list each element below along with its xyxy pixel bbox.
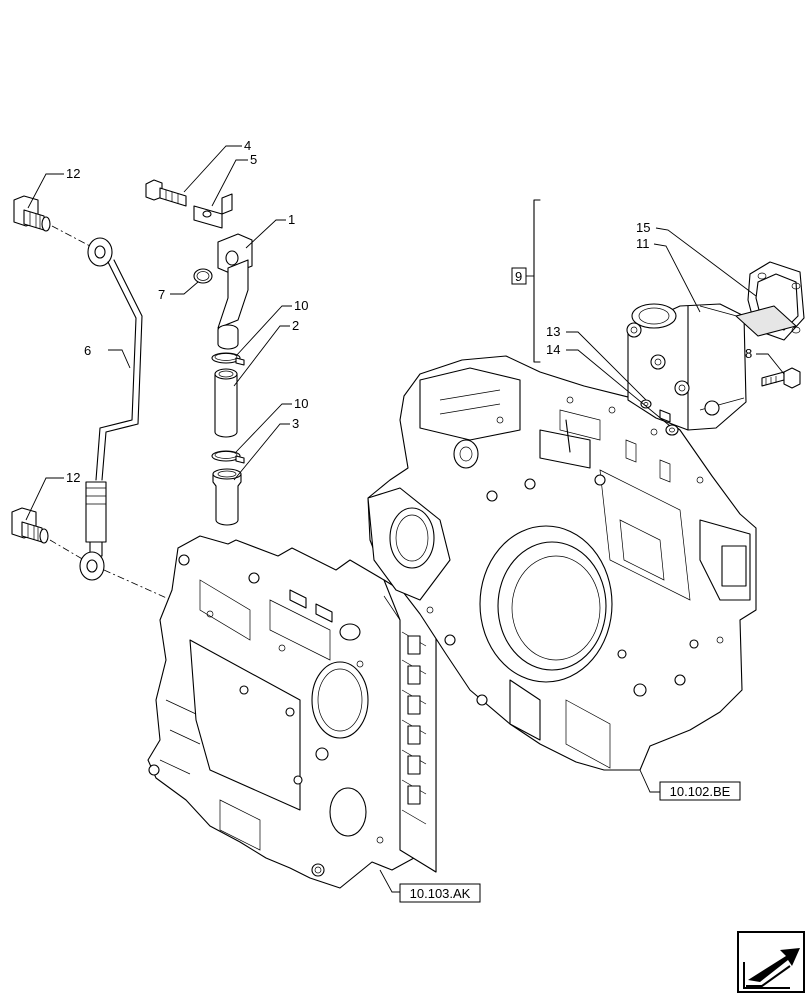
oil-pipe <box>79 237 143 581</box>
callout-labels: 12 12 6 4 5 1 7 10 2 10 3 15 11 8 13 14 … <box>66 138 752 485</box>
callout-6: 6 <box>84 343 91 358</box>
callout-12b: 12 <box>66 470 80 485</box>
gasket-15 <box>735 261 805 341</box>
callout-4: 4 <box>244 138 251 153</box>
axis-line <box>49 539 85 561</box>
group-bracket <box>533 199 541 363</box>
cover-11 <box>626 303 747 431</box>
ref-box-flywheel-housing: 10.102.BE <box>659 781 741 801</box>
stud <box>659 409 671 423</box>
ref-box-front-housing: 10.103.AK <box>399 883 481 903</box>
bracket-5 <box>193 193 233 229</box>
callout-7: 7 <box>158 287 165 302</box>
callout-11: 11 <box>636 236 650 251</box>
callout-15: 15 <box>636 220 650 235</box>
o-ring-7 <box>193 268 213 284</box>
callout-leaders <box>25 145 785 521</box>
axis-line <box>51 225 91 247</box>
callout-13: 13 <box>546 324 560 339</box>
hose-2 <box>214 368 238 438</box>
axis-line <box>103 569 181 605</box>
callout-1: 1 <box>288 212 295 227</box>
clamp-10-upper <box>211 352 245 366</box>
callout-9-box <box>511 267 527 285</box>
banjo-bolt-lower <box>11 507 49 544</box>
callout-10b: 10 <box>294 396 308 411</box>
washer-14 <box>665 424 679 436</box>
bolt-4 <box>145 179 187 207</box>
next-page-arrow-icon[interactable] <box>737 931 805 993</box>
flywheel-housing <box>367 355 757 771</box>
callout-2: 2 <box>292 318 299 333</box>
callout-10a: 10 <box>294 298 308 313</box>
front-housing <box>147 535 437 889</box>
breather-pipe-1 <box>217 233 253 350</box>
callout-8: 8 <box>745 346 752 361</box>
washer-13 <box>640 399 652 409</box>
bolt-8 <box>761 367 801 389</box>
callout-14: 14 <box>546 342 560 357</box>
hose-3 <box>212 468 242 526</box>
banjo-bolt-upper <box>13 195 51 232</box>
clamp-10-lower <box>211 450 245 464</box>
callout-12a: 12 <box>66 166 80 181</box>
leader-ref-front <box>379 869 400 893</box>
leader-ref-flywheel <box>639 769 660 793</box>
ref-text-flywheel-housing: 10.102.BE <box>670 784 731 799</box>
ref-text-front-housing: 10.103.AK <box>410 886 471 901</box>
callout-5: 5 <box>250 152 257 167</box>
callout-9: 9 <box>515 269 522 284</box>
callout-3: 3 <box>292 416 299 431</box>
